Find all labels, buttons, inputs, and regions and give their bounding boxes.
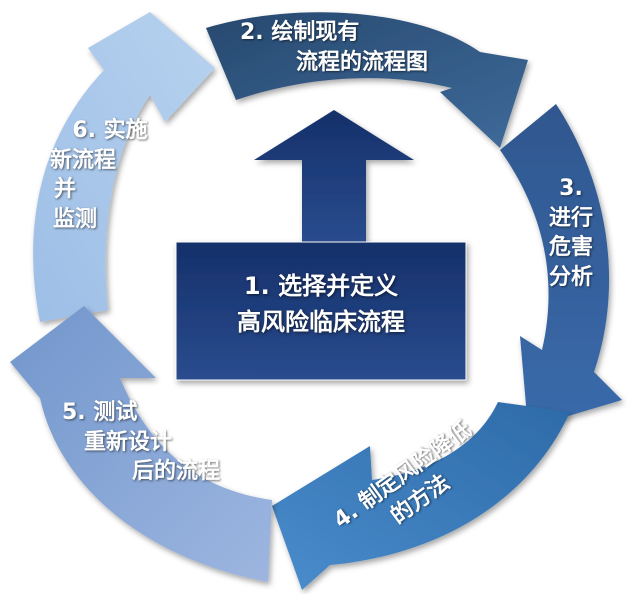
step-3-arrow bbox=[500, 104, 622, 428]
center-up-arrow bbox=[254, 110, 414, 244]
step-5-label-line2: 重新设计 bbox=[84, 429, 173, 455]
step-6-label-line4: 监测 bbox=[52, 207, 97, 233]
center-label: 1. 选择并定义 高风险临床流程 bbox=[196, 268, 446, 340]
center-label-line1: 1. 选择并定义 bbox=[243, 272, 399, 300]
step-6-label-line2: 新流程 bbox=[49, 147, 116, 173]
step-3-label-line1: 3. bbox=[559, 176, 583, 201]
step-3-label-line2: 进行 bbox=[548, 205, 593, 231]
step-2-arrow bbox=[206, 12, 528, 148]
step-2-label-line2: 流程的流程图 bbox=[296, 49, 429, 75]
step-2-label: 2. 绘制现有 流程的流程图 bbox=[240, 18, 428, 77]
step-5-arrow bbox=[10, 306, 272, 582]
step-3-label: 3. 进行 危害 分析 bbox=[538, 174, 604, 293]
center-box bbox=[175, 241, 467, 381]
step-3-label-line3: 危害 bbox=[548, 235, 593, 261]
step-5-label: 5. 测试 重新设计 后的流程 bbox=[62, 398, 220, 487]
step-6-label: 6. 实施 新流程 并 监测 bbox=[30, 116, 160, 235]
step-5-label-line1: 5. 测试 bbox=[62, 400, 138, 425]
step-6-label-line3: 并 bbox=[53, 177, 76, 203]
center-label-line2: 高风险临床流程 bbox=[237, 308, 405, 336]
step-6-label-line1: 6. 实施 bbox=[72, 118, 148, 143]
step-2-label-line1: 2. 绘制现有 bbox=[240, 20, 360, 45]
step-3-label-line4: 分析 bbox=[548, 265, 593, 291]
step-4-arrow bbox=[272, 402, 570, 590]
step-6-arrow bbox=[33, 12, 215, 322]
step-5-label-line3: 后的流程 bbox=[132, 459, 221, 485]
